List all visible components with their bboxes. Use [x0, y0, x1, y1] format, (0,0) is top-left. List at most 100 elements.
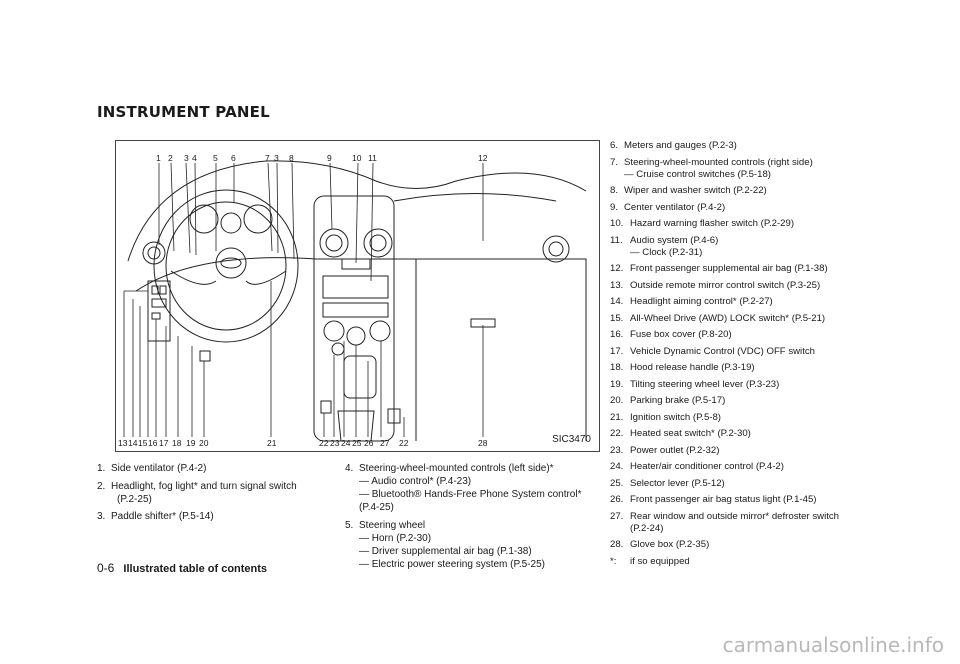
list-item: 16. Fuse box cover (P.8-20) [610, 329, 910, 341]
item-number: 27. [610, 510, 624, 522]
callout-19: 19 [186, 438, 196, 448]
callout-21: 21 [267, 438, 277, 448]
item-continuation: (P.2-25) [117, 493, 152, 505]
item-number: 7. [610, 156, 619, 168]
callout-14: 14 [128, 438, 138, 448]
item-text: if so equipped [630, 555, 690, 567]
item-text: Center ventilator (P.4-2) [624, 201, 726, 213]
callout-3: 3 [184, 153, 189, 163]
item-number: 10. [610, 218, 624, 229]
item-number: 22. [610, 428, 624, 439]
list-item: 1. Side ventilator (P.4-2) [97, 462, 327, 475]
item-number: 4. [345, 463, 354, 474]
callout-24: 24 [341, 438, 351, 448]
item-number: 5. [345, 519, 354, 531]
callout-23: 23 [330, 438, 340, 448]
item-text: Glove box (P.2-35) [630, 539, 710, 550]
item-text: Headlight aiming control* (P.2-27) [630, 296, 773, 307]
item-text: Hood release handle (P.3-19) [630, 362, 755, 373]
callout-22: 22 [319, 438, 329, 448]
item-number: 14. [610, 296, 624, 307]
callout-1: 1 [156, 153, 161, 163]
item-text: Meters and gauges (P.2-3) [624, 140, 737, 151]
item-text: All-Wheel Drive (AWD) LOCK switch* (P.5-… [630, 312, 826, 324]
item-text: Power outlet (P.2-32) [630, 444, 720, 456]
item-text: Ignition switch (P.5-8) [630, 411, 722, 423]
item-text-wrap: Audio system (P.4-6)— Clock (P.2-31) [630, 235, 910, 259]
item-text: Headlight, fog light* and turn signal sw… [111, 480, 297, 492]
list-item: 12.Front passenger supplemental air bag … [610, 263, 910, 275]
item-sub: — Driver supplemental air bag (P.1-38) [359, 545, 532, 557]
list-item: 25.Selector lever (P.5-12) [610, 478, 910, 490]
list-item: 5. Steering wheel — Horn (P.2-30) — Driv… [345, 519, 605, 571]
item-number: 13. [610, 279, 624, 291]
item-number: 19. [610, 378, 624, 390]
callout-5: 5 [213, 153, 218, 163]
item-text: Selector lever (P.5-12) [630, 477, 725, 489]
item-text: Steering-wheel-mounted controls (left si… [359, 463, 554, 474]
list-item: 4. Steering-wheel-mounted controls (left… [345, 462, 605, 514]
list-item: 11.Audio system (P.4-6)— Clock (P.2-31) [610, 235, 910, 259]
item-number: 8. [610, 185, 619, 196]
item-text: Outside remote mirror control switch (P.… [630, 279, 821, 291]
list-right: 6.Meters and gauges (P.2-3) 7. Steering-w… [610, 140, 910, 572]
list-item: 6.Meters and gauges (P.2-3) [610, 140, 910, 152]
item-text: Heater/air conditioner control (P.4-2) [630, 461, 784, 472]
callout-12: 12 [478, 153, 488, 163]
item-text: Vehicle Dynamic Control (VDC) OFF switch [630, 345, 815, 357]
item-number: 17. [610, 345, 624, 357]
item-text: Side ventilator (P.4-2) [111, 463, 207, 474]
item-number: 16. [610, 329, 624, 340]
callout-28: 28 [478, 438, 488, 448]
list-item: 3. Paddle shifter* (P.5-14) [97, 510, 327, 523]
item-number: 23. [610, 444, 624, 456]
list-item: 26.Front passenger air bag status light … [610, 494, 910, 506]
list-item: 2. Headlight, fog light* and turn signal… [97, 480, 327, 506]
callout-25: 25 [352, 438, 362, 448]
list-item: 15.All-Wheel Drive (AWD) LOCK switch* (P… [610, 313, 910, 325]
item-number: 3. [97, 511, 106, 522]
list-item: 14. Headlight aiming control* (P.2-27) [610, 296, 910, 308]
instrument-panel-drawing [123, 160, 587, 442]
list-item: 8.Wiper and washer switch (P.2-22) [610, 185, 910, 197]
page-footer: 0-6 Illustrated table of contents [97, 561, 267, 575]
item-text: Rear window and outside mirror* defroste… [630, 510, 840, 522]
item-text: Steering-wheel-mounted controls (right s… [624, 156, 813, 168]
item-text: Parking brake (P.5-17) [630, 395, 726, 406]
item-text: Hazard warning flasher switch (P.2-29) [630, 218, 795, 229]
callout-13: 13 [118, 438, 128, 448]
callout-20: 20 [199, 438, 209, 448]
item-number: *: [610, 555, 617, 567]
item-text: Front passenger air bag status light (P.… [630, 494, 817, 505]
item-text: Fuse box cover (P.8-20) [630, 329, 732, 340]
callout-2: 2 [168, 153, 173, 163]
callout-22b: 22 [399, 438, 409, 448]
item-number: 20. [610, 395, 624, 406]
watermark: carmanualsonline.info [722, 633, 944, 657]
callout-9: 9 [327, 153, 332, 163]
item-sub: — Audio control* (P.4-23) [359, 476, 472, 487]
list-item: 19.Tilting steering wheel lever (P.3-23) [610, 379, 910, 391]
callout-11: 11 [368, 153, 377, 163]
item-text-wrap: Steering wheel — Horn (P.2-30) — Driver … [359, 519, 605, 571]
callout-26: 26 [364, 438, 374, 448]
item-sub: — Horn (P.2-30) [359, 532, 432, 544]
callout-15: 15 [138, 438, 148, 448]
item-sub: — Bluetooth® Hands-Free Phone System con… [359, 489, 582, 500]
list-left: 1. Side ventilator (P.4-2) 2. Headlight,… [97, 462, 327, 528]
item-text-wrap: Rear window and outside mirror* defroste… [630, 511, 910, 535]
item-sub: — Cruise control switches (P.5-18) [624, 168, 771, 180]
callout-10: 10 [352, 153, 362, 163]
callout-4: 4 [192, 153, 197, 163]
list-item: 21.Ignition switch (P.5-8) [610, 412, 910, 424]
item-number: 12. [610, 263, 624, 274]
list-item: 22.Heated seat switch* (P.2-30) [610, 428, 910, 440]
list-item: 23. Power outlet (P.2-32) [610, 445, 910, 457]
list-mid: 4. Steering-wheel-mounted controls (left… [345, 462, 605, 575]
callout-7: 7 [265, 153, 270, 163]
item-text-wrap: Steering-wheel-mounted controls (right s… [624, 157, 910, 181]
item-text: Paddle shifter* (P.5-14) [111, 511, 214, 522]
page-number: 0-6 [97, 561, 115, 575]
list-item: 24.Heater/air conditioner control (P.4-2… [610, 461, 910, 473]
item-sub: (P.4-25) [359, 502, 394, 513]
